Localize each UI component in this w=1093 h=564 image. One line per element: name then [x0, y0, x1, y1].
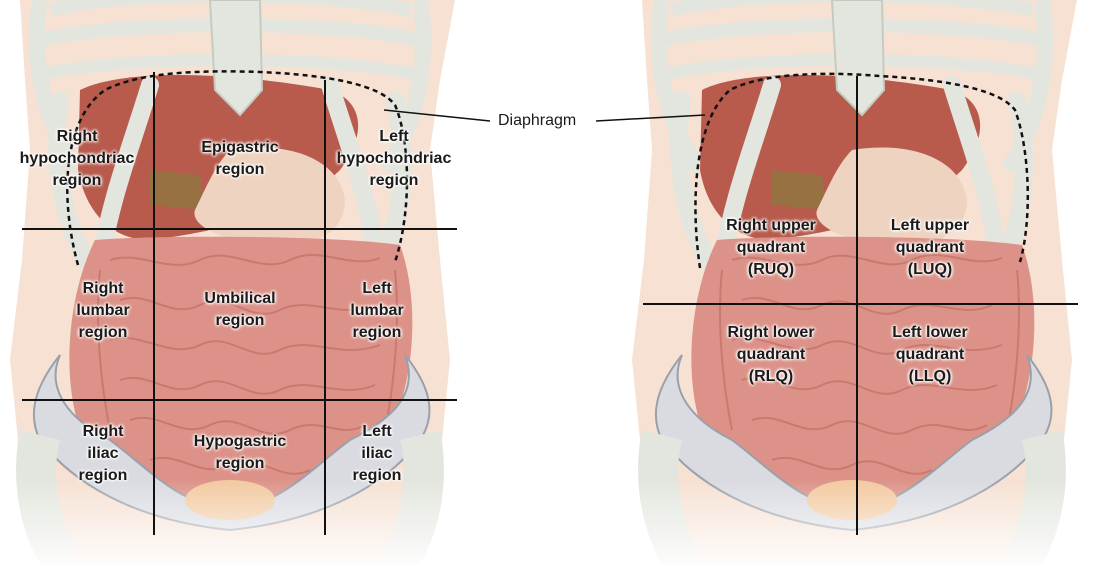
label-left-hypochondriac-region: Left hypochondriac region [336, 128, 452, 189]
label-umbilical-region: Umbilical region [204, 290, 276, 329]
label-diaphragm: Diaphragm [498, 112, 577, 129]
label-right-upper-quadrant: Right upper quadrant (RUQ) [726, 217, 816, 278]
label-right-hypochondriac-region: Right hypochondriac region [19, 128, 135, 189]
label-left-lumbar-region: Left lumbar region [350, 280, 404, 341]
diaphragm-outline-right [694, 72, 1030, 269]
label-left-lower-quadrant: Left lower quadrant (LLQ) [892, 324, 968, 385]
label-right-lumbar-region: Right lumbar region [76, 280, 130, 341]
nine-region-grid [22, 72, 457, 535]
label-left-iliac-region: Left iliac region [352, 423, 402, 484]
diaphragm-callout-lines [383, 109, 706, 122]
label-epigastric-region: Epigastric region [201, 139, 279, 178]
label-left-upper-quadrant: Left upper quadrant (LUQ) [890, 217, 970, 278]
label-right-lower-quadrant: Right lower quadrant (RLQ) [727, 324, 815, 385]
quadrant-grid [643, 76, 1078, 535]
diaphragm-outline-left [66, 70, 409, 266]
label-hypogastric-region: Hypogastric region [193, 433, 287, 472]
label-right-iliac-region: Right iliac region [78, 423, 128, 484]
